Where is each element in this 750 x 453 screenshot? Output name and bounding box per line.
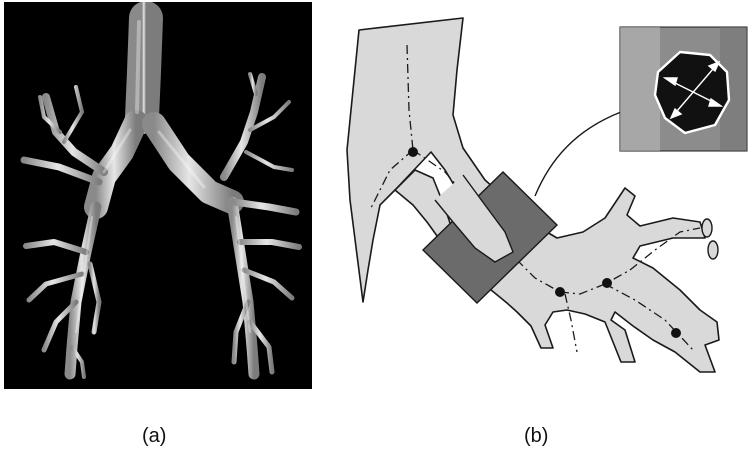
airway-shading bbox=[75, 20, 251, 333]
left-main-bronchus bbox=[84, 110, 148, 219]
right-branch-upper bbox=[220, 73, 266, 181]
right-branch-b5 bbox=[248, 100, 291, 132]
ct-inset bbox=[619, 26, 748, 152]
left-branch-b2 bbox=[26, 271, 85, 303]
caption-panel-b: (b) bbox=[524, 425, 549, 447]
caption-panel-a: (a) bbox=[142, 425, 167, 447]
left-branch-b7 bbox=[70, 345, 86, 379]
airway-schematic bbox=[346, 17, 748, 373]
right-branch-b6 bbox=[244, 150, 294, 172]
airway-shape bbox=[346, 17, 720, 373]
centerline-node bbox=[408, 147, 418, 157]
diameter-arrows bbox=[662, 60, 724, 120]
right-branch-mid bbox=[230, 198, 300, 216]
inset-connector bbox=[534, 111, 622, 197]
branch-tips bbox=[701, 218, 719, 260]
right-branch-b4 bbox=[247, 319, 275, 375]
trachea bbox=[125, 2, 163, 134]
centerline-node bbox=[602, 278, 612, 288]
right-main-bronchus bbox=[142, 112, 244, 214]
left-branch-mid bbox=[20, 156, 103, 186]
left-branch-b3 bbox=[41, 299, 79, 353]
left-branch-b6 bbox=[62, 85, 84, 144]
left-branch-b4 bbox=[87, 261, 102, 335]
airway-tree bbox=[20, 2, 302, 380]
right-branch-b3 bbox=[231, 299, 251, 365]
airway-through-plane bbox=[434, 174, 514, 263]
airway-tree-render bbox=[4, 2, 312, 389]
right-branch-b1 bbox=[237, 239, 302, 250]
right-branch-b2 bbox=[241, 267, 295, 301]
left-branch-b1 bbox=[23, 239, 89, 255]
left-branch-b5 bbox=[38, 95, 62, 134]
right-branch-b7 bbox=[248, 72, 258, 96]
centerline-node bbox=[555, 287, 565, 297]
centerline-node bbox=[671, 328, 681, 338]
